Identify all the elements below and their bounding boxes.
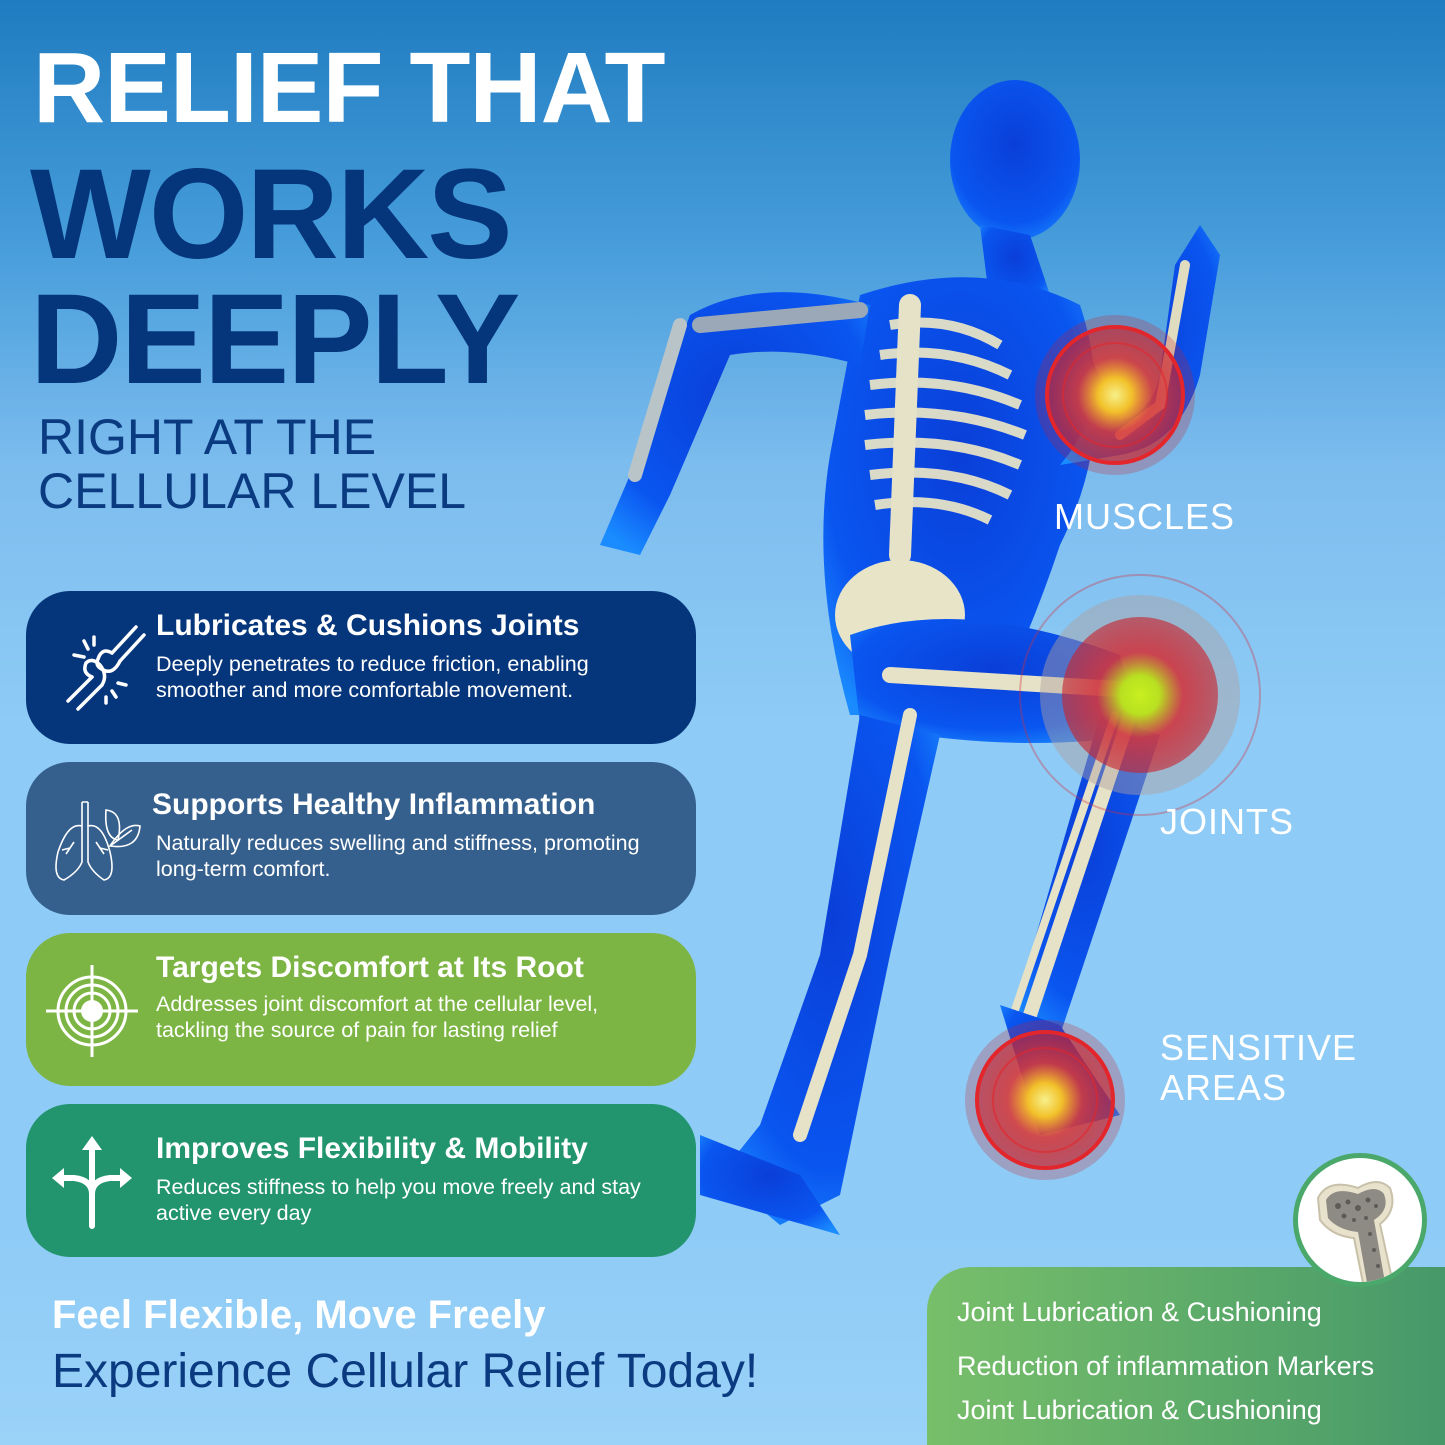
subtitle-line-1: RIGHT AT THE (38, 409, 377, 465)
label-muscles: MUSCLES (1054, 496, 1236, 537)
feature-description: Reduces stiffness to help you move freel… (156, 1175, 641, 1225)
call-to-action-text: Experience Cellular Relief Today! (52, 1345, 759, 1398)
lungs-leaf-icon (55, 801, 141, 881)
feature-title: Supports Healthy Inflammation (152, 788, 596, 821)
anatomy-illustration-icon (600, 80, 1261, 1235)
feature-card-targets: Targets Discomfort at Its Root Addresses… (26, 933, 696, 1086)
feature-title: Lubricates & Cushions Joints (156, 609, 580, 642)
feature-card-inflammation: Supports Healthy Inflammation Naturally … (26, 762, 696, 915)
split-arrows-icon (52, 1136, 132, 1229)
pain-marker-sensitive-areas (965, 1020, 1125, 1180)
benefit-item: Joint Lubrication & Cushioning (957, 1395, 1322, 1425)
headline-line-3: DEEPLY (30, 268, 520, 411)
target-icon (46, 965, 138, 1057)
headline-subtitle: RIGHT AT THE CELLULAR LEVEL (38, 410, 466, 518)
benefit-item: Reduction of inflammation Markers (957, 1351, 1375, 1381)
feature-title: Targets Discomfort at Its Root (156, 951, 584, 984)
running-skeleton-figure (560, 75, 1280, 1255)
feature-description: Deeply penetrates to reduce friction, en… (156, 652, 589, 702)
label-sensitive-areas: SENSITIVE AREAS (1160, 1028, 1357, 1108)
bone-cross-section-icon (1316, 1181, 1394, 1282)
headline-line-1: RELIEF THAT (33, 32, 666, 144)
label-sensitive-line-1: SENSITIVE (1160, 1027, 1358, 1068)
subtitle-line-2: CELLULAR LEVEL (38, 463, 467, 519)
label-joints: JOINTS (1160, 801, 1295, 842)
feature-card-lubricates: Lubricates & Cushions Joints Deeply pene… (26, 591, 696, 744)
pain-marker-muscles (1035, 315, 1195, 475)
pain-marker-joints (1019, 574, 1261, 816)
joint-icon (66, 625, 146, 711)
headline-line-2: WORKS (30, 143, 513, 286)
benefit-item: Joint Lubrication & Cushioning (957, 1297, 1322, 1327)
feature-title: Improves Flexibility & Mobility (156, 1132, 588, 1165)
bone-cross-section-badge (1293, 1153, 1427, 1287)
feature-description: Addresses joint discomfort at the cellul… (156, 992, 599, 1042)
feature-card-flexibility: Improves Flexibility & Mobility Reduces … (26, 1104, 696, 1257)
feature-description: Naturally reduces swelling and stiffness… (156, 831, 640, 881)
label-sensitive-line-2: AREAS (1160, 1067, 1288, 1108)
tagline: Feel Flexible, Move Freely (52, 1293, 546, 1337)
benefits-panel: Joint Lubrication & Cushioning Reduction… (927, 1267, 1445, 1445)
